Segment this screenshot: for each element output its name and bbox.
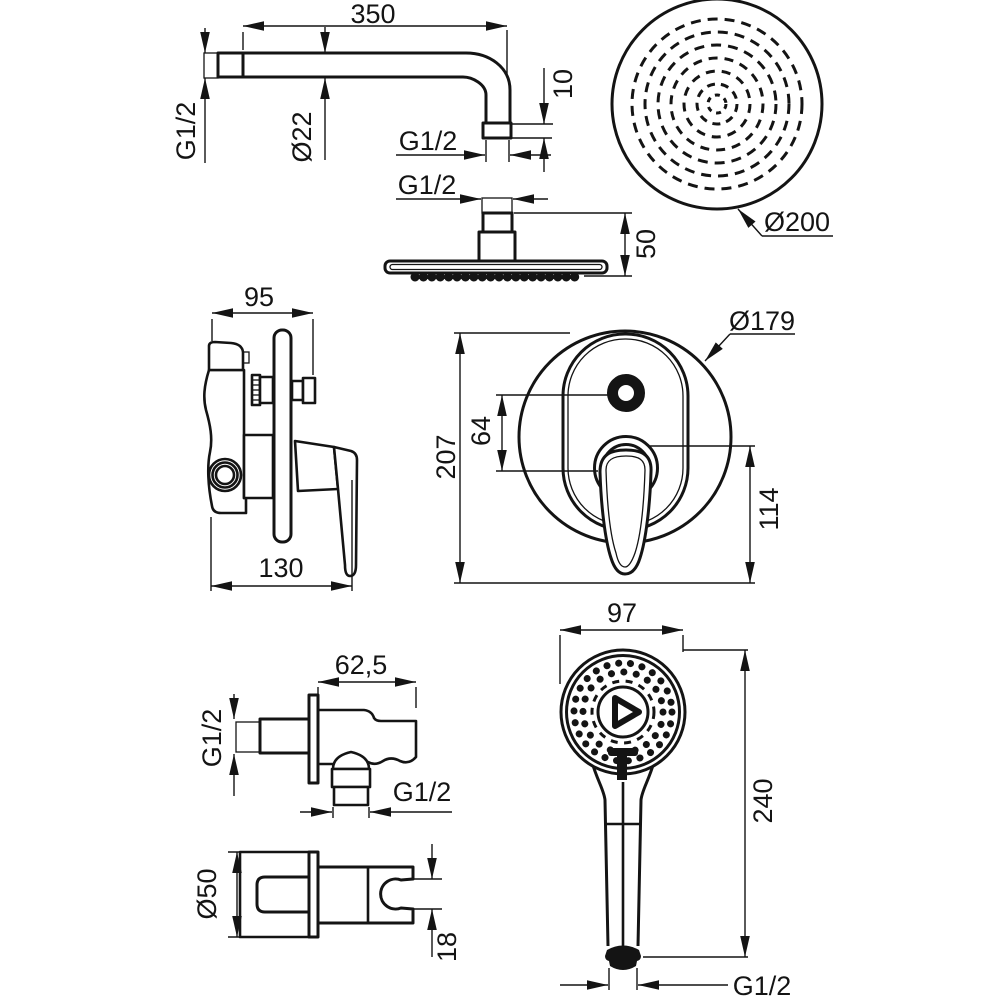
dim-label-elbow-outlet-thread: G1/2 bbox=[393, 777, 452, 807]
nozzle-dot-ring-outer bbox=[570, 659, 676, 765]
dim-label-elbow-depth: 62,5 bbox=[335, 650, 388, 680]
handle-end-fitting bbox=[605, 945, 641, 970]
dim-label-mixer-width: 130 bbox=[258, 553, 303, 583]
mixer-connector bbox=[258, 375, 275, 405]
elbow-pipe-bottom bbox=[255, 875, 309, 914]
elbow-body bbox=[316, 708, 418, 766]
head-plate-inner bbox=[389, 263, 603, 271]
dim-label-head-diameter: Ø200 bbox=[764, 207, 830, 237]
dim-label-mixer-plate-diameter: Ø179 bbox=[729, 306, 795, 336]
mixer-plate-side bbox=[272, 328, 293, 544]
dim-label-arm-length: 350 bbox=[350, 0, 395, 29]
nozzle-dash-ring bbox=[590, 679, 656, 745]
dim-label-arm-outlet-thread: G1/2 bbox=[399, 126, 458, 156]
rain-head-side-view: G1/2 50 bbox=[383, 170, 661, 282]
dim-label-mixer-height: 207 bbox=[431, 434, 461, 479]
nozzle-ring bbox=[630, 17, 804, 191]
nozzle-ring bbox=[682, 69, 752, 139]
elbow-outlet-thread bbox=[332, 785, 370, 807]
head-connector-base bbox=[477, 230, 517, 264]
dim-label-arm-outlet-height: 10 bbox=[548, 69, 578, 99]
head-connector-mid bbox=[481, 211, 514, 234]
arm-outlet-fitting bbox=[481, 121, 513, 140]
dim-label-handle-length: 114 bbox=[754, 487, 784, 530]
dim-label-arm-tube-diameter: Ø22 bbox=[287, 111, 317, 162]
hub-ring bbox=[596, 685, 650, 739]
elbow-pipe bbox=[258, 717, 311, 755]
dim-label-handshower-width: 97 bbox=[607, 598, 637, 628]
mixer-handle-lever bbox=[332, 445, 359, 578]
nozzle-ring bbox=[706, 93, 728, 115]
holder-bracket bbox=[316, 865, 415, 925]
mixer-side-view: 95 130 bbox=[203, 282, 359, 591]
mixer-front-fitting-neck bbox=[290, 379, 305, 402]
head-plate bbox=[383, 259, 609, 275]
dim-label-escutcheon-diameter: Ø50 bbox=[192, 868, 222, 919]
nozzle-ring bbox=[656, 43, 778, 165]
hub-selector bbox=[612, 695, 642, 729]
leader-arrow bbox=[704, 333, 731, 362]
leader-arrow bbox=[737, 208, 763, 237]
dim-label-elbow-wall-thread: G1/2 bbox=[197, 709, 227, 768]
mixer-handle-pivot bbox=[293, 439, 340, 493]
dim-label-holder-gap: 18 bbox=[432, 932, 462, 962]
head-rim bbox=[610, 0, 824, 211]
elbow-outlet-dome bbox=[331, 750, 371, 771]
dim-label-mixer-depth: 95 bbox=[244, 282, 274, 312]
wall-elbow-bottom-view: Ø50 18 bbox=[192, 844, 462, 962]
dim-label-arm-wall-thread: G1/2 bbox=[171, 102, 201, 161]
mixer-lever-inner bbox=[605, 455, 646, 568]
nozzle-ring bbox=[669, 56, 765, 152]
dim-label-handshower-thread: G1/2 bbox=[733, 971, 792, 1000]
dim-label-head-height: 50 bbox=[631, 229, 661, 259]
dim-label-button-offset: 64 bbox=[466, 416, 496, 446]
elbow-wall-plate bbox=[307, 693, 320, 785]
shower-arm-view: 350 G1/2 Ø22 G1/2 10 bbox=[171, 0, 578, 172]
mixer-outlet-inner bbox=[214, 464, 236, 486]
arm-collar bbox=[216, 51, 245, 79]
nozzle-ring bbox=[643, 30, 791, 178]
hand-shower-view: 97 240 G1/2 bbox=[559, 598, 792, 1000]
rain-head-top-view: Ø200 bbox=[610, 0, 833, 237]
elbow-outlet-nut bbox=[330, 767, 372, 789]
mixer-front-fitting bbox=[301, 376, 317, 405]
handle-inlet bbox=[617, 750, 627, 780]
nozzle-ring bbox=[695, 82, 739, 126]
dim-label-head-thread: G1/2 bbox=[398, 170, 457, 200]
mixer-front-view: 207 Ø179 64 114 bbox=[431, 306, 795, 584]
wall-elbow-side-view: 62,5 G1/2 G1/2 bbox=[197, 650, 452, 818]
mixer-top-tab bbox=[242, 351, 250, 364]
mixer-top-block bbox=[207, 340, 245, 372]
diverter-button bbox=[607, 374, 645, 412]
mixer-lower-block bbox=[242, 433, 275, 500]
dim-label-handshower-length: 240 bbox=[748, 778, 778, 823]
